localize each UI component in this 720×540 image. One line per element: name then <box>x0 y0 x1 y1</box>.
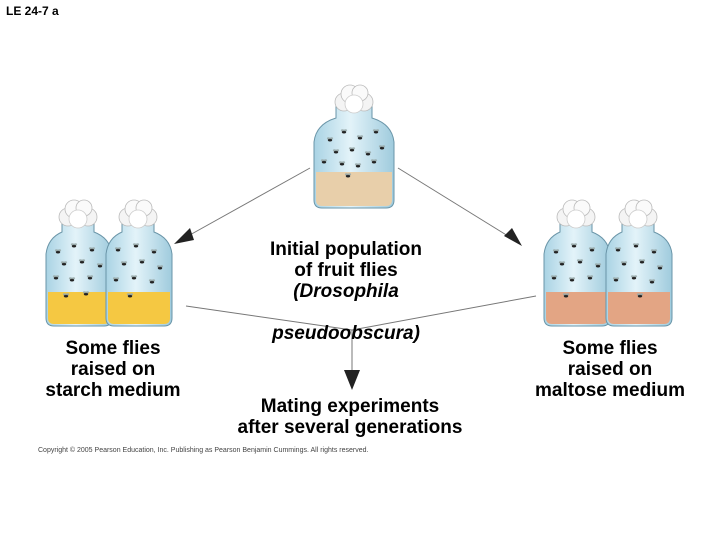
species-name-line1: (Drosophila <box>293 281 399 302</box>
species-name-line2: pseudoobscura) <box>272 323 420 344</box>
starch-bottle-2-icon <box>105 199 173 327</box>
maltose-bottle-2-icon <box>605 199 673 327</box>
maltose-bottle-1-icon <box>543 199 611 327</box>
starch-medium-label: Some flies raised on starch medium <box>45 338 181 401</box>
mating-experiments-label: Mating experiments after several generat… <box>237 396 463 438</box>
arrow-to-maltose <box>397 167 522 246</box>
arrow-to-mating <box>185 295 537 390</box>
copyright-notice: Copyright © 2005 Pearson Education, Inc.… <box>38 447 369 454</box>
slide-id: LE 24-7 a <box>6 4 59 18</box>
starch-bottle-1-icon <box>45 199 113 327</box>
initial-population-bottle-icon <box>313 84 395 209</box>
initial-population-text: Initial population of fruit flies <box>270 239 422 281</box>
arrow-to-starch <box>174 167 311 244</box>
initial-population-label: Initial population of fruit flies (Droso… <box>230 218 462 365</box>
maltose-medium-label: Some flies raised on maltose medium <box>535 338 685 401</box>
